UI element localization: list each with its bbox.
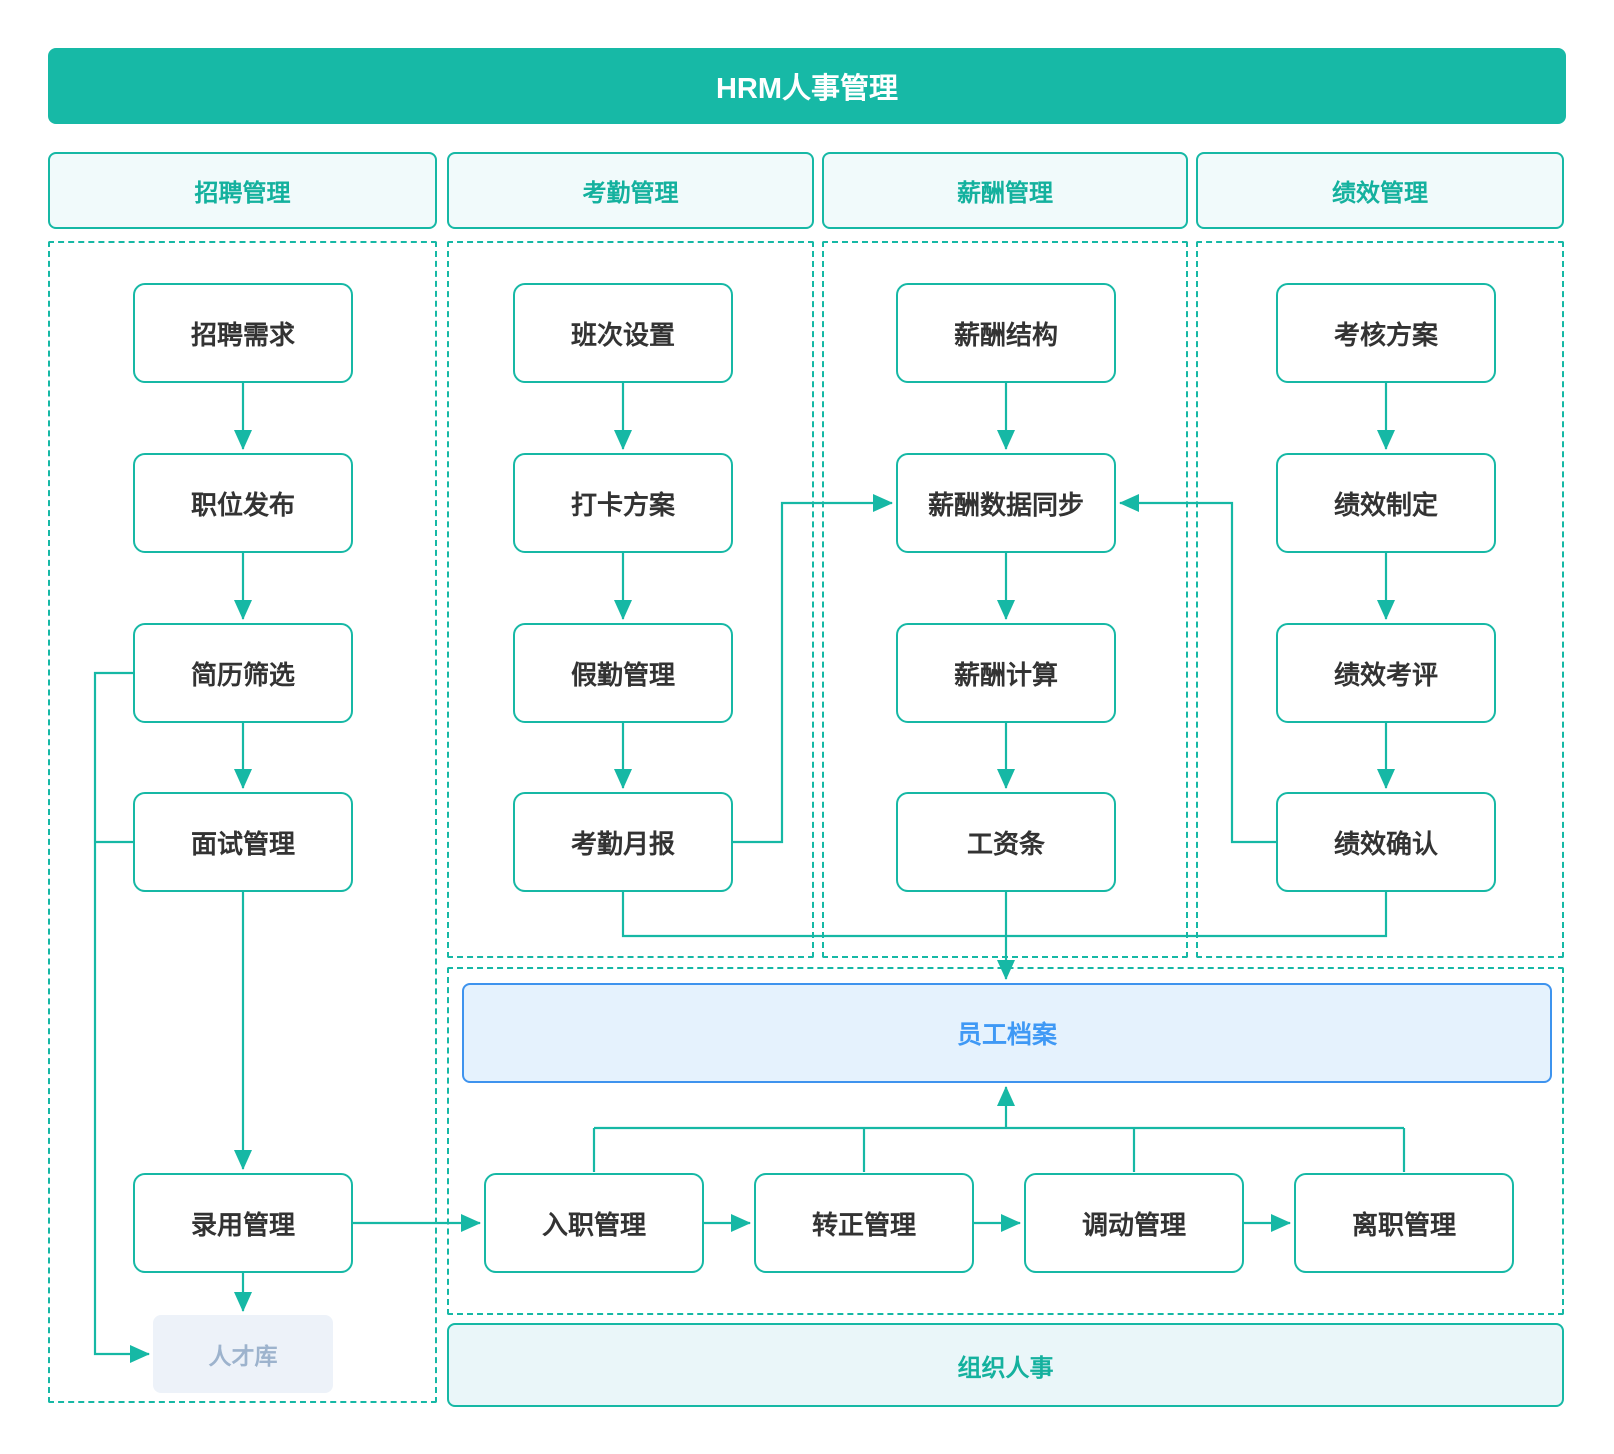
- node-performance-review: 绩效考评: [1276, 623, 1496, 723]
- container-recruitment: [48, 241, 437, 1403]
- node-recruit-demand: 招聘需求: [133, 283, 353, 383]
- node-salary-data-sync: 薪酬数据同步: [896, 453, 1116, 553]
- node-assessment-plan: 考核方案: [1276, 283, 1496, 383]
- node-label: 假勤管理: [570, 659, 675, 690]
- node-salary-calculation: 薪酬计算: [896, 623, 1116, 723]
- diagram-title: HRM人事管理: [715, 73, 899, 105]
- section-header-label: 绩效管理: [1332, 180, 1428, 207]
- node-attendance-monthly-report: 考勤月报: [513, 792, 733, 892]
- node-label: 考勤月报: [570, 828, 675, 859]
- container-performance: [1196, 241, 1564, 958]
- node-interview-management: 面试管理: [133, 792, 353, 892]
- node-leave-management: 假勤管理: [513, 623, 733, 723]
- node-performance-confirm: 绩效确认: [1276, 792, 1496, 892]
- section-header-label: 招聘管理: [194, 180, 291, 207]
- section-header-label: 考勤管理: [582, 180, 679, 207]
- node-clock-plan: 打卡方案: [513, 453, 733, 553]
- node-hire-management: 录用管理: [133, 1173, 353, 1273]
- node-probation-confirmation: 转正管理: [754, 1173, 974, 1273]
- node-shift-setting: 班次设置: [513, 283, 733, 383]
- node-label: 离职管理: [1351, 1209, 1456, 1240]
- node-label: 入职管理: [541, 1209, 646, 1240]
- edge-performance-confirm-to-sync: [1119, 494, 1276, 844]
- node-talent-pool: 人才库: [153, 1315, 333, 1393]
- node-label: 录用管理: [190, 1209, 295, 1240]
- edge-monthly-report-to-sync: [733, 494, 893, 844]
- node-label: 工资条: [966, 828, 1045, 859]
- diagram-title-bar: HRM人事管理: [48, 48, 1566, 124]
- edge-bus-to-archive: [621, 892, 1388, 938]
- node-label: 薪酬结构: [953, 319, 1058, 350]
- node-label: 职位发布: [190, 489, 295, 520]
- node-payslip: 工资条: [896, 792, 1116, 892]
- node-label: 调动管理: [1081, 1209, 1186, 1240]
- node-label: 考核方案: [1333, 319, 1438, 350]
- section-header-compensation: 薪酬管理: [822, 152, 1188, 229]
- node-label: 人才库: [208, 1343, 278, 1369]
- node-onboarding-management: 入职管理: [484, 1173, 704, 1273]
- edge-screening-to-talent-pool: [93, 671, 150, 1363]
- node-label: 招聘需求: [190, 319, 295, 350]
- node-label: 班次设置: [570, 319, 675, 350]
- container-attendance: [447, 241, 814, 958]
- section-header-attendance: 考勤管理: [447, 152, 814, 229]
- node-label: 绩效制定: [1333, 489, 1438, 520]
- node-label: 员工档案: [956, 1021, 1057, 1049]
- organization-bar: 组织人事: [447, 1323, 1564, 1407]
- node-label: 打卡方案: [570, 489, 675, 520]
- node-job-publish: 职位发布: [133, 453, 353, 553]
- section-header-label: 薪酬管理: [957, 180, 1053, 207]
- node-label: 简历筛选: [190, 659, 295, 690]
- node-label: 转正管理: [811, 1209, 916, 1240]
- node-label: 薪酬计算: [953, 659, 1058, 690]
- node-employee-archive: 员工档案: [462, 983, 1552, 1083]
- organization-label: 组织人事: [957, 1354, 1054, 1382]
- node-transfer-management: 调动管理: [1024, 1173, 1244, 1273]
- node-resume-screening: 简历筛选: [133, 623, 353, 723]
- node-salary-structure: 薪酬结构: [896, 283, 1116, 383]
- section-header-recruitment: 招聘管理: [48, 152, 437, 229]
- node-label: 薪酬数据同步: [927, 489, 1084, 520]
- node-label: 绩效考评: [1333, 659, 1438, 690]
- section-header-performance: 绩效管理: [1196, 152, 1564, 229]
- node-performance-setting: 绩效制定: [1276, 453, 1496, 553]
- node-label: 面试管理: [190, 828, 295, 859]
- node-label: 绩效确认: [1333, 828, 1438, 859]
- node-offboarding-management: 离职管理: [1294, 1173, 1514, 1273]
